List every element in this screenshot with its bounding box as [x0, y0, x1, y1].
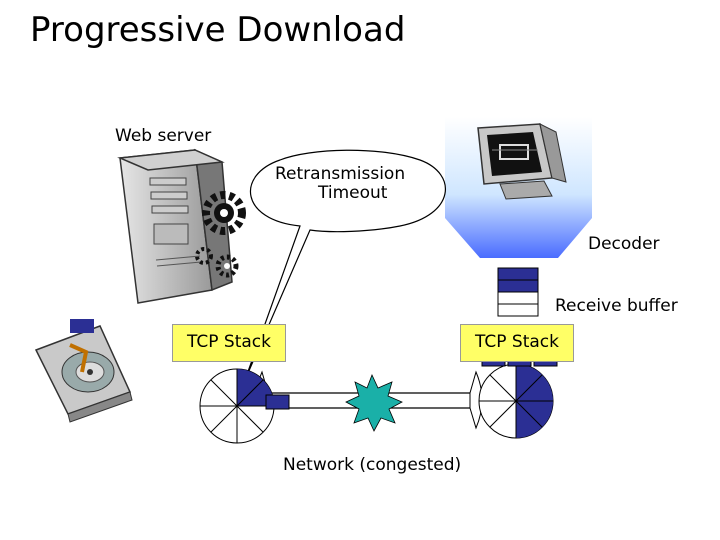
- receive-buffer-label: Receive buffer: [555, 296, 678, 316]
- gear-icon: [202, 191, 246, 235]
- server-tower-icon: [117, 148, 233, 304]
- web-server-label: Web server: [115, 126, 212, 146]
- hard-drive-icon: [34, 319, 133, 423]
- packet: [70, 319, 94, 333]
- congestion-burst-icon: [345, 373, 403, 432]
- sender-window-pie: [199, 368, 275, 444]
- gear-icon: [195, 247, 213, 265]
- receiver-window-pie: [478, 363, 554, 439]
- decoder-label: Decoder: [588, 234, 660, 254]
- retransmission-label: Retransmission: [275, 164, 406, 184]
- packet: [265, 394, 290, 410]
- receive-buffer: [497, 267, 539, 317]
- gear-icon: [215, 254, 239, 278]
- network-label: Network (congested): [283, 455, 462, 475]
- monitor-icon: [477, 123, 567, 200]
- retransmission-timeout-bubble: [244, 149, 446, 381]
- tcp-stack-left: TCP Stack: [172, 324, 286, 362]
- page-title: Progressive Download: [30, 10, 406, 50]
- tcp-stack-right: TCP Stack: [460, 324, 574, 362]
- timeout-label: Timeout: [318, 183, 388, 203]
